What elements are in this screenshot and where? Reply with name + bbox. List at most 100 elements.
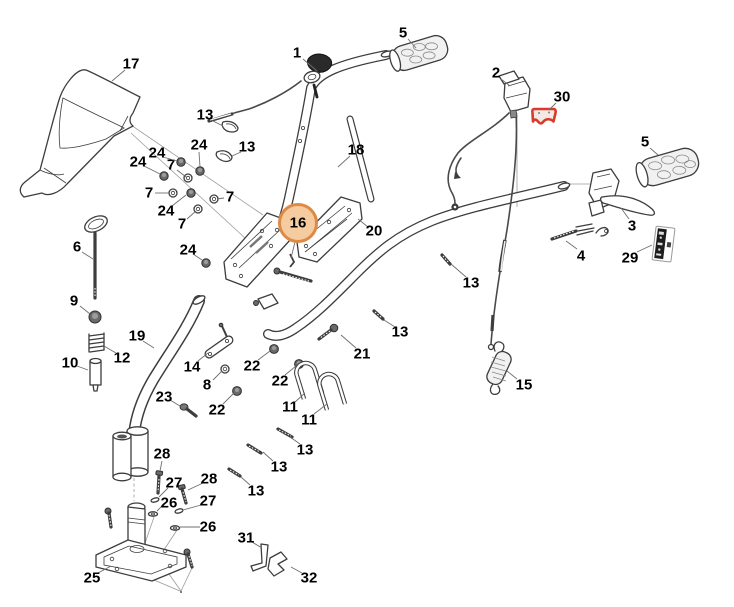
part-label-28[interactable]: 28 [201,471,218,488]
part-label-24[interactable]: 24 [130,154,147,171]
part-label-32[interactable]: 32 [301,570,318,587]
part-label-12[interactable]: 12 [114,350,131,367]
part-label-20[interactable]: 20 [366,223,383,240]
lower-column-tube [112,295,206,482]
part-label-6[interactable]: 6 [73,239,81,256]
leader-line-part-6 [81,251,94,260]
part-label-13[interactable]: 13 [392,324,409,341]
leader-line-part-10 [76,365,89,371]
leader-line-part-13 [289,436,301,445]
part-label-29[interactable]: 29 [622,250,639,267]
leader-line-part-11 [294,392,306,403]
part-label-30[interactable]: 30 [554,89,571,106]
part-label-9[interactable]: 9 [70,293,78,310]
leader-line-part-27 [158,487,169,498]
leader-line-part-29 [636,244,653,253]
leader-line-part-3 [620,207,630,220]
part-label-1[interactable]: 1 [293,45,301,62]
leader-line-part-8 [212,370,223,381]
part-label-5[interactable]: 5 [641,134,649,151]
part-label-26[interactable]: 26 [200,519,217,536]
part-label-15[interactable]: 15 [516,377,533,394]
leader-line-part-15 [506,370,518,380]
leader-line-part-24 [192,253,203,261]
part-label-22[interactable]: 22 [272,373,289,390]
part-label-26[interactable]: 26 [161,495,178,512]
leader-line-part-24 [162,156,178,162]
part-label-18[interactable]: 18 [348,142,365,159]
highlighted-part-30[interactable] [531,107,557,125]
part-label-31[interactable]: 31 [238,530,255,547]
leader-line-part-30 [548,102,557,111]
handlebar-frame-tube [255,50,571,341]
safety-label-sticker [651,225,676,263]
part-label-24[interactable]: 24 [191,137,208,154]
part-label-22[interactable]: 22 [244,358,261,375]
part-label-3[interactable]: 3 [628,218,636,235]
part-label-7[interactable]: 7 [226,189,234,206]
part-label-28[interactable]: 28 [154,446,171,463]
handle-grip-right [635,147,700,188]
leader-line-part-28 [159,460,163,472]
leader-line-part-24 [143,165,161,175]
part-label-21[interactable]: 21 [354,346,371,363]
part-label-13[interactable]: 13 [239,139,256,156]
part-label-5[interactable]: 5 [399,25,407,42]
leader-line-part-18 [337,155,351,168]
leader-line-part-22 [284,365,297,376]
part-label-17[interactable]: 17 [123,56,140,73]
clip-leaves [215,120,239,163]
cable-adjuster [550,223,609,241]
clamp-plate-left [223,212,313,310]
clamp-hardware [179,322,348,418]
part-label-8[interactable]: 8 [203,377,211,394]
part-label-11[interactable]: 11 [301,412,317,429]
part-label-24[interactable]: 24 [149,145,166,162]
leader-line-part-13 [240,476,251,486]
leader-line-part-24 [171,194,187,207]
part-label-22[interactable]: 22 [209,402,226,419]
part-label-10[interactable]: 10 [62,355,79,372]
part-label-25[interactable]: 25 [84,570,101,587]
brake-handle [588,168,656,217]
part-label-7[interactable]: 7 [178,216,186,233]
part-label-13[interactable]: 13 [463,275,480,292]
part-label-19[interactable]: 19 [129,328,146,345]
leader-line-part-32 [290,566,303,574]
part-label-13[interactable]: 13 [297,442,314,459]
leader-line-part-11 [313,403,328,415]
selected-part-marker[interactable] [278,203,318,243]
leader-line-part-26 [156,504,164,512]
part-label-16[interactable]: 16 [290,215,307,232]
leader-line-part-27 [182,504,202,511]
part-label-23[interactable]: 23 [156,389,173,406]
leader-line-part-21 [340,334,357,349]
leader-line-part-5 [407,38,417,49]
part-label-4[interactable]: 4 [577,248,586,265]
part-label-13[interactable]: 13 [248,483,265,500]
part-label-7[interactable]: 7 [167,157,175,174]
leader-line-part-22 [222,392,235,405]
part-label-14[interactable]: 14 [184,359,201,376]
threaded-studs [227,253,452,478]
part-label-11[interactable]: 11 [282,399,298,416]
leader-line-part-16 [290,241,296,259]
leader-line-part-25 [97,565,112,574]
part-label-27[interactable]: 27 [200,493,217,510]
leader-line-part-28 [187,482,204,491]
handle-grip-left [389,34,449,72]
part-label-24[interactable]: 24 [180,242,197,259]
leader-line-part-13 [450,263,467,278]
part-label-13[interactable]: 13 [271,459,288,476]
leader-line-part-9 [79,305,91,315]
leader-line-part-13 [383,319,396,328]
part-label-7[interactable]: 7 [145,185,153,202]
base-fasteners [147,470,188,531]
part-label-13[interactable]: 13 [197,107,214,124]
leader-line-part-4 [565,240,578,250]
part-label-27[interactable]: 27 [166,475,183,492]
leader-line-part-7 [186,210,197,220]
part-label-2[interactable]: 2 [492,65,500,82]
part-label-24[interactable]: 24 [158,203,175,220]
